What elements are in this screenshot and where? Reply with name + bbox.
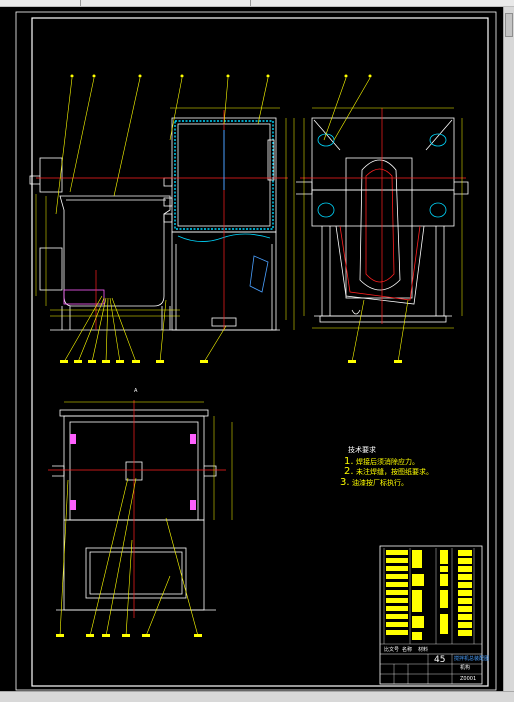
section-view-dimensions <box>64 401 233 520</box>
horizontal-scrollbar[interactable] <box>0 691 514 702</box>
side-view-dimensions <box>303 107 463 329</box>
front-view-dimensions <box>35 107 295 330</box>
technical-requirements: 技术要求 1. 焊接后须消除应力。 2. 未注焊缝，按图纸要求。 3. 油漆按厂… <box>340 445 433 488</box>
outer-frame <box>15 11 497 691</box>
front-view-centerlines <box>36 110 288 330</box>
title-grid <box>380 654 482 684</box>
tech-req-text-3: 油漆按厂标执行。 <box>352 478 408 487</box>
parts-list <box>386 550 472 640</box>
tb-code: Z0001 <box>460 676 476 682</box>
tb-assembly-name: 搅拌机总装配图 <box>454 655 489 662</box>
title-block: 比文号 名称 材料 45 搅拌机总装配图 机构 Z0001 <box>379 545 489 685</box>
tb-scale: 45 <box>434 655 445 665</box>
front-view-balloons-bottom <box>60 360 208 363</box>
tech-req-num-2: 2. <box>344 466 354 477</box>
tech-req-num-3: 3. <box>340 477 350 488</box>
tech-req-text-2: 未注焊缝，按图纸要求。 <box>356 467 433 476</box>
vertical-scrollbar[interactable] <box>503 7 514 691</box>
tech-req-heading: 技术要求 <box>348 445 376 454</box>
section-view-centerlines <box>48 400 226 618</box>
side-view-balloons <box>344 74 402 363</box>
front-view <box>29 117 280 331</box>
tb-drawing-label: 机构 <box>460 664 470 671</box>
tb-header-1: 比文号 <box>384 646 399 653</box>
side-view-centerlines <box>300 108 466 324</box>
tech-req-text-1: 焊接后须消除应力。 <box>356 457 419 466</box>
inner-frame <box>31 17 489 687</box>
tab-separator <box>250 0 251 6</box>
section-label: A <box>134 388 138 394</box>
tab-separator <box>80 0 81 6</box>
section-view-leaders <box>59 477 199 637</box>
section-view-balloons <box>56 634 202 637</box>
scrollbar-thumb[interactable] <box>505 13 513 37</box>
tb-header-3: 材料 <box>418 646 428 653</box>
tech-req-num-1: 1. <box>344 456 354 467</box>
parts-list-grid <box>380 548 482 645</box>
tb-header-2: 名称 <box>402 646 412 653</box>
window-top-bar <box>0 0 514 7</box>
side-view <box>296 117 469 323</box>
front-view-leaders-bottom <box>63 295 227 363</box>
side-view-leaders <box>323 77 409 363</box>
front-view-leaders-top <box>55 77 269 215</box>
section-view-markers <box>70 434 196 510</box>
front-view-balloons-top <box>70 74 270 78</box>
